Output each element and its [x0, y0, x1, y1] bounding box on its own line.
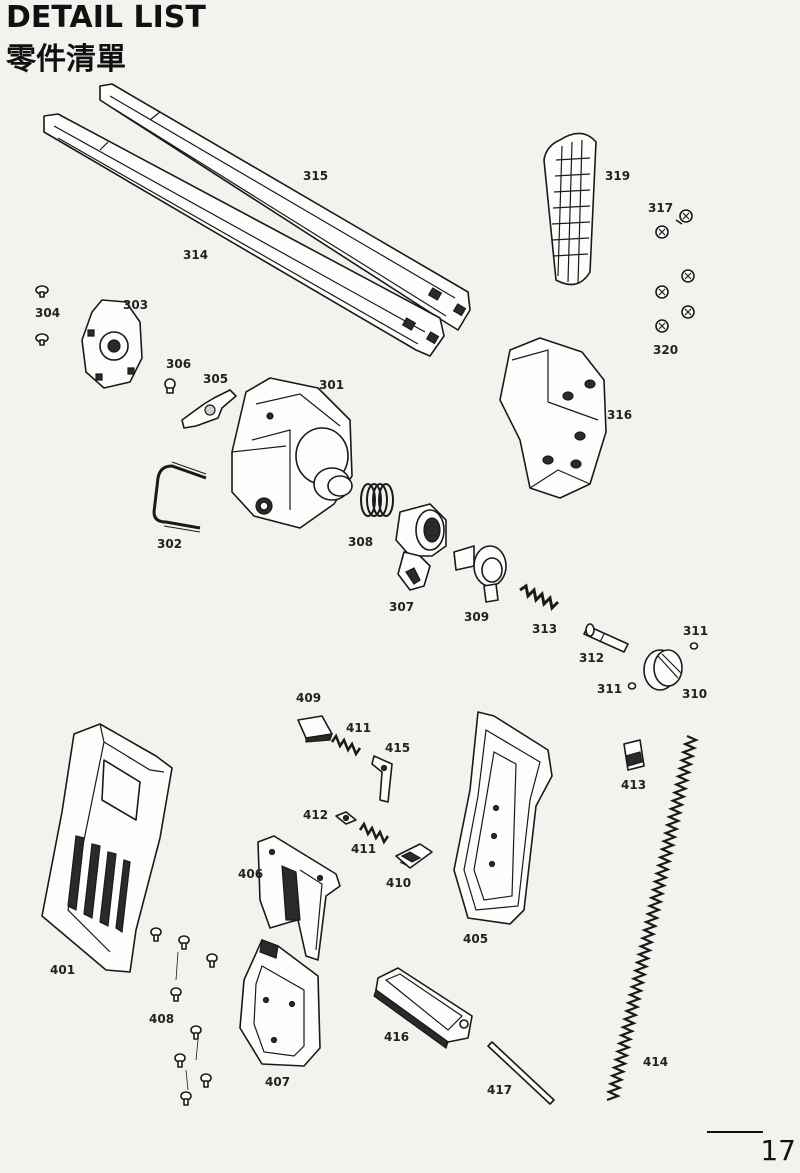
- part-417-drawing: [488, 1042, 554, 1104]
- part-label-317: 317: [648, 201, 674, 215]
- part-label-305: 305: [203, 372, 229, 386]
- part-label-409: 409: [296, 691, 322, 705]
- part-416-drawing: [374, 968, 472, 1048]
- part-407-drawing: [240, 940, 320, 1066]
- part-409-drawing: [298, 716, 332, 742]
- part-label-315: 315: [303, 169, 329, 183]
- part-307-drawing: [396, 504, 446, 590]
- part-label-308: 308: [348, 535, 374, 549]
- part-label-306: 306: [166, 357, 192, 371]
- part-302-drawing: [154, 462, 206, 532]
- part-305-drawing: [182, 390, 236, 428]
- part-314-drawing: [44, 114, 444, 356]
- part-label-312: 312: [579, 651, 605, 665]
- part-label-407: 407: [265, 1075, 291, 1089]
- part-410-drawing: [396, 844, 432, 868]
- part-label-410: 410: [386, 876, 412, 890]
- part-313-drawing: [520, 586, 558, 608]
- part-label-319: 319: [605, 169, 631, 183]
- part-label-417: 417: [487, 1083, 513, 1097]
- part-label-411-lower: 411: [351, 842, 377, 856]
- page-number: 17: [760, 1134, 796, 1167]
- part-label-310: 310: [682, 687, 708, 701]
- part-306-drawing: [165, 379, 175, 393]
- part-412-drawing: [336, 812, 356, 824]
- part-label-320: 320: [653, 343, 679, 357]
- page-title: DETAIL LIST: [6, 0, 206, 35]
- part-303-drawing: [82, 300, 142, 388]
- part-408-drawing: [151, 928, 217, 1105]
- page-title-chinese: 零件清單: [6, 42, 126, 77]
- part-label-314: 314: [183, 248, 209, 262]
- part-label-307: 307: [389, 600, 415, 614]
- part-315-drawing: [100, 84, 470, 330]
- part-label-316: 316: [607, 408, 633, 422]
- part-304-drawing: [36, 286, 48, 345]
- part-406-drawing: [258, 836, 340, 960]
- part-308-drawing: [361, 484, 393, 516]
- part-label-311-upper: 311: [683, 624, 709, 638]
- page-number-rule: [707, 1131, 763, 1133]
- part-405-drawing: [454, 712, 552, 924]
- part-label-301: 301: [319, 378, 345, 392]
- part-label-405: 405: [463, 932, 489, 946]
- part-label-411-upper: 411: [346, 721, 372, 735]
- part-401-drawing: [42, 724, 172, 972]
- part-label-303: 303: [123, 298, 149, 312]
- part-319-drawing: [544, 133, 596, 284]
- part-301-drawing: [232, 378, 352, 528]
- part-label-313: 313: [532, 622, 558, 636]
- part-label-413: 413: [621, 778, 647, 792]
- part-411-drawing: [332, 736, 388, 842]
- part-label-416: 416: [384, 1030, 410, 1044]
- part-311-drawing: [629, 643, 698, 689]
- part-label-415: 415: [385, 741, 411, 755]
- part-label-304: 304: [35, 306, 61, 320]
- part-label-414: 414: [643, 1055, 669, 1069]
- part-317-320-screws-drawing: [656, 210, 694, 332]
- part-label-309: 309: [464, 610, 490, 624]
- part-310-drawing: [644, 650, 682, 690]
- part-414-drawing: [607, 736, 696, 1100]
- part-label-401: 401: [50, 963, 76, 977]
- part-316-drawing: [500, 338, 606, 498]
- part-309-drawing: [454, 546, 506, 602]
- part-label-412: 412: [303, 808, 329, 822]
- part-label-408: 408: [149, 1012, 175, 1026]
- part-312-drawing: [584, 624, 628, 652]
- part-413-drawing: [624, 740, 644, 770]
- part-415-drawing: [372, 756, 392, 802]
- part-label-406: 406: [238, 867, 264, 881]
- part-label-311-lower: 311: [597, 682, 623, 696]
- part-label-302: 302: [157, 537, 183, 551]
